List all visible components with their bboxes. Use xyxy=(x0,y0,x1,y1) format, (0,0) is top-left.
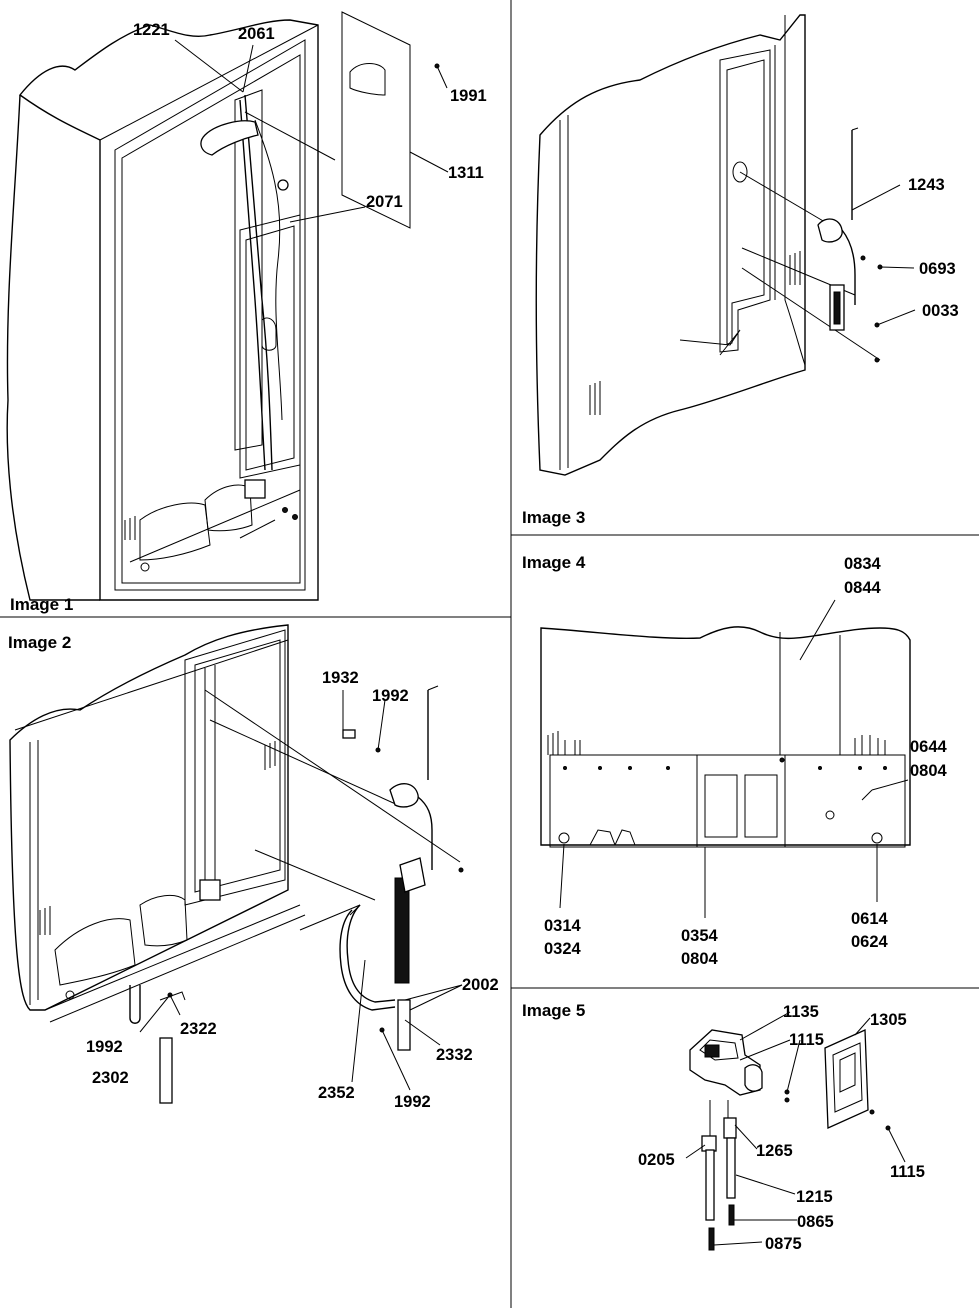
callout-0834: 0834 xyxy=(844,555,882,573)
callout-0624: 0624 xyxy=(851,933,889,951)
callout-0324: 0324 xyxy=(544,940,582,958)
callout-2352: 2352 xyxy=(318,1084,355,1102)
callout-1305: 1305 xyxy=(870,1011,907,1029)
callout-0693: 0693 xyxy=(919,260,956,278)
image4-title: Image 4 xyxy=(522,553,586,572)
callout-1215: 1215 xyxy=(796,1188,833,1206)
image2-callouts: 1932 1992 2002 1992 2322 2302 2332 2352 … xyxy=(86,669,499,1111)
image1-callouts: 1221 2061 1991 1311 2071 xyxy=(133,21,487,211)
image1-title: Image 1 xyxy=(10,595,73,614)
callout-2332: 2332 xyxy=(436,1046,473,1064)
louver-grille xyxy=(704,774,778,838)
image5-title: Image 5 xyxy=(522,1001,585,1020)
image4-drawing xyxy=(540,599,911,918)
callout-2302: 2302 xyxy=(92,1069,129,1087)
callout-1265: 1265 xyxy=(756,1142,793,1160)
image3-callouts: 1243 0693 0033 xyxy=(908,176,959,320)
callout-1115-a: 1115 xyxy=(789,1031,824,1049)
callout-0804-a: 0804 xyxy=(910,762,948,780)
callout-1243: 1243 xyxy=(908,176,945,194)
callout-2061: 2061 xyxy=(238,25,275,43)
callout-1311: 1311 xyxy=(448,164,484,182)
image2-title: Image 2 xyxy=(8,633,71,652)
callout-0205: 0205 xyxy=(638,1151,675,1169)
callout-0875: 0875 xyxy=(765,1235,802,1253)
image2-drawing xyxy=(9,624,464,1104)
callout-2002: 2002 xyxy=(462,976,499,994)
image1-drawing xyxy=(6,11,449,601)
callout-0804-b: 0804 xyxy=(681,950,719,968)
callout-0354: 0354 xyxy=(681,927,719,945)
callout-1115-b: 1115 xyxy=(890,1163,925,1181)
callout-1991: 1991 xyxy=(450,87,487,105)
callout-0644: 0644 xyxy=(910,738,948,756)
callout-1992-c: 1992 xyxy=(394,1093,431,1111)
image3-title: Image 3 xyxy=(522,508,585,527)
callout-1221: 1221 xyxy=(133,21,170,39)
callout-1135: 1135 xyxy=(783,1003,819,1021)
callout-0865: 0865 xyxy=(797,1213,834,1231)
panel-titles: Image 1 Image 2 Image 3 Image 4 Image 5 xyxy=(8,508,586,1020)
image5-callouts: 1135 1305 1115 1265 0205 1215 0865 0875 … xyxy=(638,1003,925,1253)
callout-0033: 0033 xyxy=(922,302,959,320)
callout-2322: 2322 xyxy=(180,1020,217,1038)
image4-callouts: 0834 0844 0644 0804 0314 0324 0354 0804 … xyxy=(544,555,948,968)
image5-drawing xyxy=(685,1011,906,1251)
callout-1932: 1932 xyxy=(322,669,359,687)
callout-0314: 0314 xyxy=(544,917,582,935)
callout-1992-a: 1992 xyxy=(372,687,409,705)
callout-0844: 0844 xyxy=(844,579,882,597)
callout-1992-b: 1992 xyxy=(86,1038,123,1056)
image3-drawing xyxy=(535,14,916,476)
callout-2071: 2071 xyxy=(366,193,403,211)
callout-0614: 0614 xyxy=(851,910,889,928)
